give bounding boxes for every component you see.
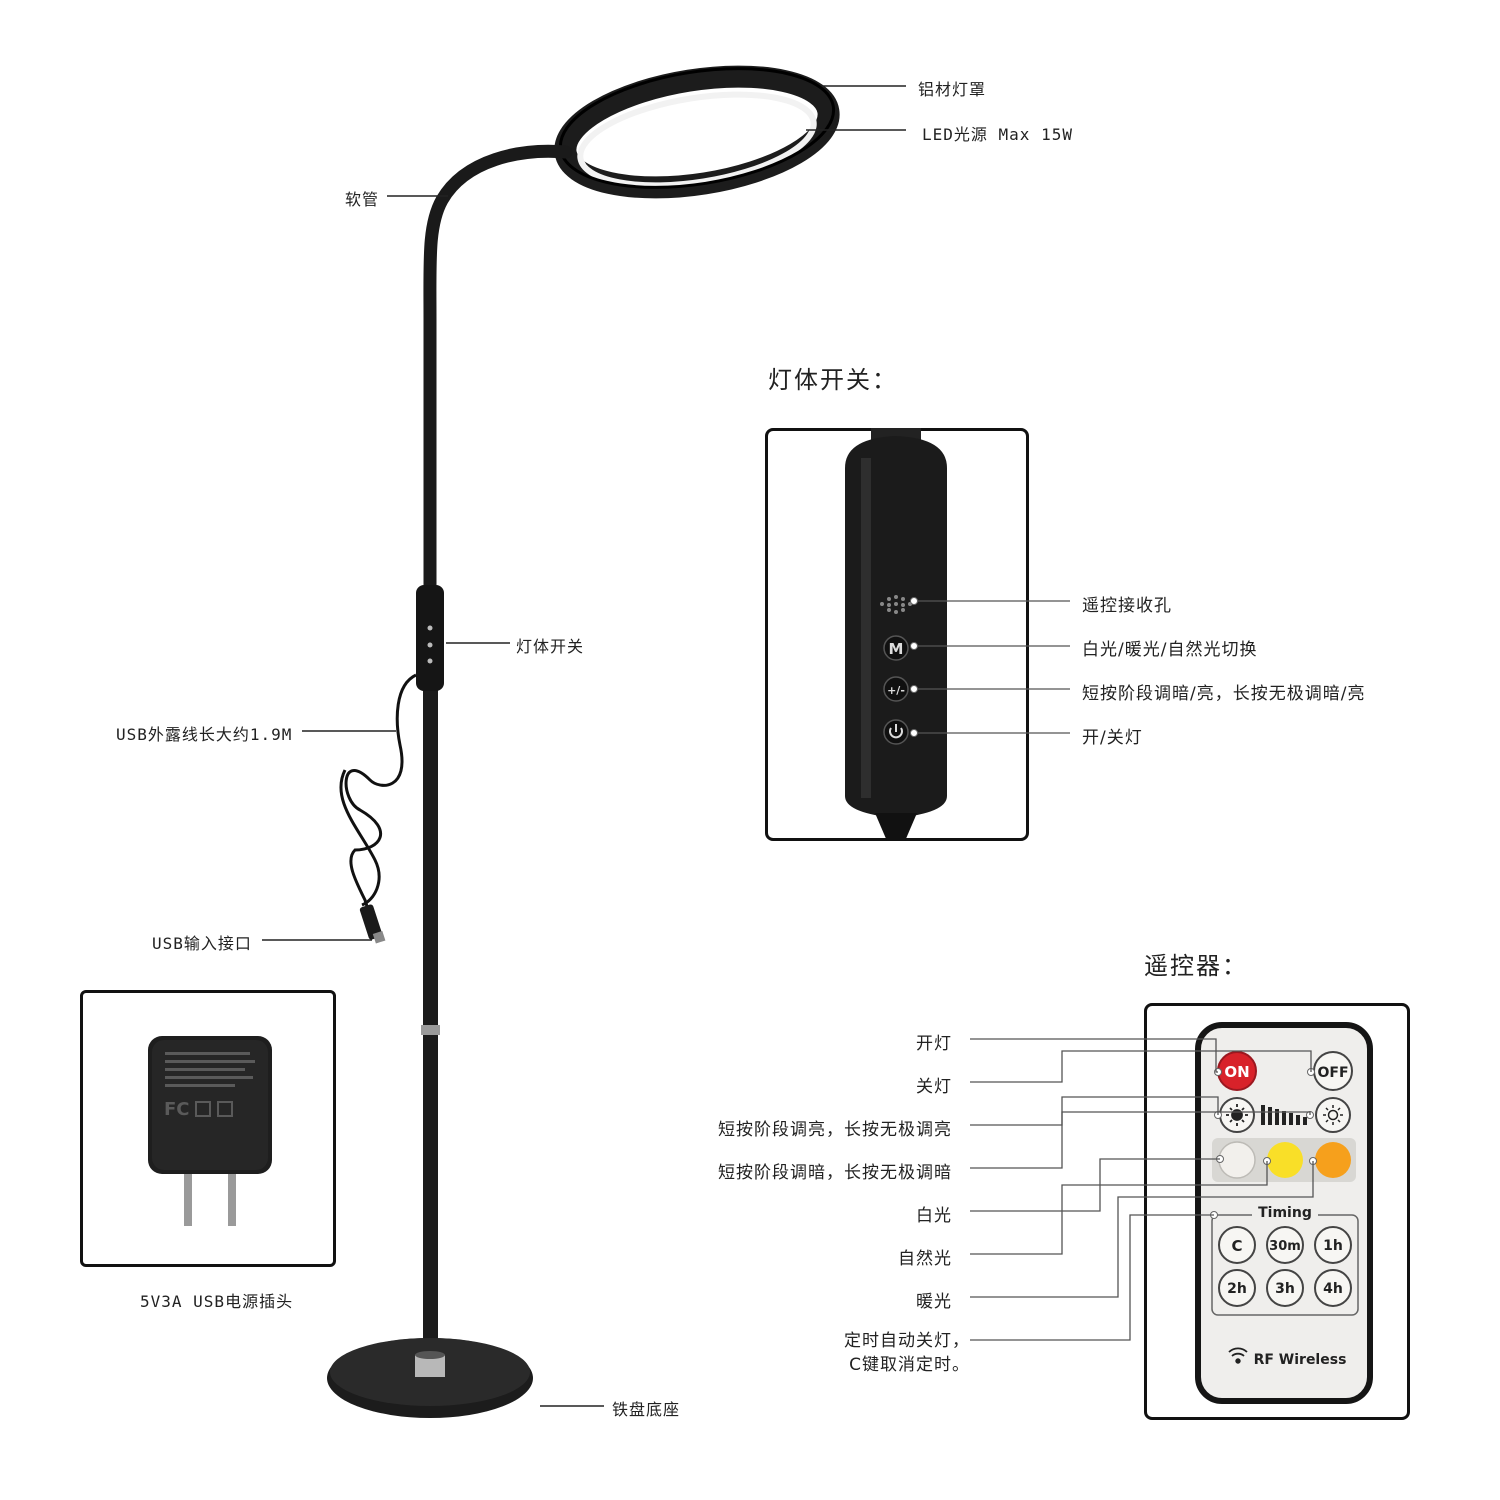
remote-label-dim: 短按阶段调暗，长按无极调暗 bbox=[718, 1163, 952, 1183]
label-usb-port: USB输入接口 bbox=[152, 934, 252, 953]
remote-label-timer: 定时自动关灯， bbox=[844, 1331, 970, 1351]
timer-label: 2h bbox=[1227, 1281, 1247, 1297]
on-text: ON bbox=[1224, 1063, 1249, 1081]
timer-1h-button[interactable] bbox=[1314, 1226, 1352, 1264]
timer-label: 3h bbox=[1275, 1281, 1295, 1297]
remote-label-timer-cancel: C键取消定时。 bbox=[849, 1355, 970, 1375]
natural-light-button[interactable] bbox=[1267, 1142, 1303, 1178]
warm-light-button[interactable] bbox=[1315, 1142, 1351, 1178]
svg-text:+/-: +/- bbox=[887, 684, 905, 697]
switch-label-power: 开/关灯 bbox=[1082, 728, 1143, 748]
remote-label-natural: 自然光 bbox=[898, 1249, 952, 1269]
remote-label-warm: 暖光 bbox=[916, 1292, 952, 1312]
off-text: OFF bbox=[1317, 1065, 1348, 1081]
rf-wireless-text: RF Wireless bbox=[1254, 1352, 1347, 1368]
brightness-down-button[interactable] bbox=[1315, 1097, 1351, 1133]
svg-text:FC: FC bbox=[164, 1099, 190, 1120]
timer-4h-button[interactable] bbox=[1314, 1269, 1352, 1307]
label-body-switch: 灯体开关 bbox=[516, 637, 585, 656]
remote-label-on: 开灯 bbox=[916, 1034, 952, 1054]
remote-label-white: 白光 bbox=[916, 1206, 952, 1226]
dimmer-button[interactable] bbox=[883, 676, 909, 702]
timer-3h-button[interactable] bbox=[1266, 1269, 1304, 1307]
label-aluminum-shade: 铝材灯罩 bbox=[918, 80, 987, 99]
m-mode-button[interactable] bbox=[883, 635, 909, 661]
label-hose: 软管 bbox=[345, 190, 380, 209]
label-iron-base: 铁盘底座 bbox=[612, 1400, 681, 1419]
inline-switch-body bbox=[416, 585, 444, 691]
remote-detail-frame bbox=[1144, 1003, 1410, 1420]
timer-30m-button[interactable] bbox=[1266, 1226, 1304, 1264]
switch-closeup: M +/- bbox=[845, 428, 947, 841]
remote-control: ON OFF bbox=[1195, 1022, 1373, 1404]
remote-label-brighten: 短按阶段调亮，长按无极调亮 bbox=[718, 1120, 952, 1140]
remote-heading: 遥控器： bbox=[1144, 952, 1248, 980]
timer-label: C bbox=[1231, 1237, 1242, 1255]
adapter-frame bbox=[80, 990, 336, 1267]
gooseneck-hose bbox=[423, 144, 573, 597]
timer-buttons: C 30m 1h 2h 3h 4h bbox=[1218, 1226, 1352, 1307]
brightness-bars-icon bbox=[1261, 1105, 1307, 1125]
timing-title: Timing bbox=[1258, 1205, 1312, 1221]
wireless-icon bbox=[1228, 1347, 1248, 1364]
svg-text:M: M bbox=[889, 640, 904, 658]
timer-label: 1h bbox=[1323, 1238, 1343, 1254]
switch-heading: 灯体开关： bbox=[768, 366, 898, 394]
label-cable-length: USB外露线长大约1.9M bbox=[116, 725, 293, 744]
lamp-pole bbox=[423, 590, 438, 1360]
usb-plug bbox=[359, 904, 383, 940]
label-led-source: LED光源 Max 15W bbox=[922, 125, 1073, 144]
timer-label: 30m bbox=[1269, 1239, 1301, 1254]
switch-label-receiver: 遥控接收孔 bbox=[1082, 596, 1172, 616]
remote-label-off: 关灯 bbox=[916, 1077, 952, 1097]
sun-dim-icon bbox=[1323, 1105, 1343, 1125]
usb-power-adapter: FC bbox=[148, 1036, 272, 1226]
usb-cable bbox=[344, 673, 417, 936]
timer-cancel-button[interactable] bbox=[1218, 1226, 1256, 1264]
receiver-holes bbox=[880, 595, 912, 614]
adapter-caption: 5V3A USB电源插头 bbox=[140, 1292, 294, 1311]
timer-label: 4h bbox=[1323, 1281, 1343, 1297]
switch-label-mode: 白光/暖光/自然光切换 bbox=[1082, 640, 1258, 660]
timer-2h-button[interactable] bbox=[1218, 1269, 1256, 1307]
switch-label-dimmer: 短按阶段调暗/亮，长按无极调暗/亮 bbox=[1082, 684, 1366, 704]
